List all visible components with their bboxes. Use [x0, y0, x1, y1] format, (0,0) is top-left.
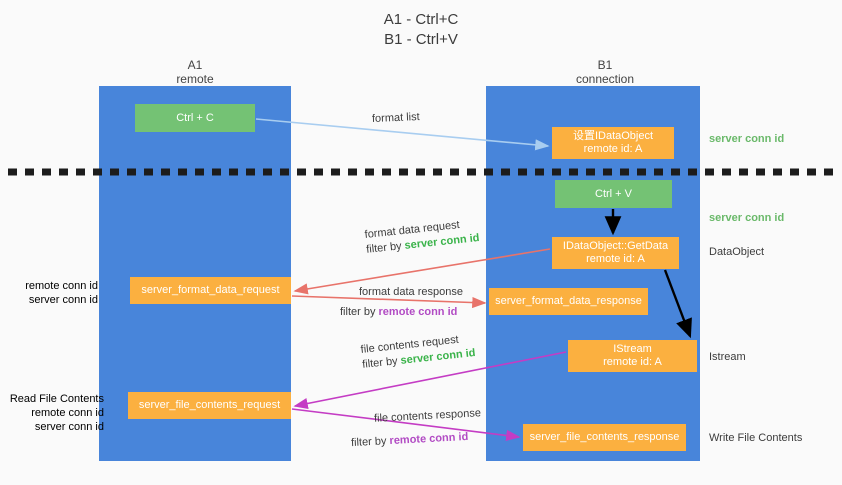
annotation-read-file-contents: Read File Contents — [9, 393, 104, 405]
annotation-server-conn-id-top: server conn id — [709, 133, 785, 145]
column-a1-subtitle: remote — [176, 72, 214, 86]
title-line-2: B1 - Ctrl+V — [384, 31, 458, 48]
filter-value-remote-conn-id: remote conn id — [378, 306, 458, 318]
label-format-data-response-text: format data response — [359, 286, 463, 298]
label-file-contents-response: file contents response — [374, 406, 482, 427]
label-file-contents-response-text: file contents response — [373, 407, 482, 425]
box-server-file-contents-response[interactable]: server_file_contents_response — [523, 424, 686, 451]
filter-value-remote-conn-id: remote conn id — [389, 430, 469, 448]
box-set-idataobject-line1: 设置IDataObject — [572, 130, 654, 142]
label-format-data-response: format data response — [359, 285, 463, 300]
label-format-data-request: format data request filter by server con… — [364, 216, 480, 258]
filter-prefix: filter by — [340, 306, 379, 318]
box-ctrl-v-label: Ctrl + V — [595, 187, 632, 200]
box-server-file-contents-request[interactable]: server_file_contents_request — [128, 392, 291, 419]
label-file-contents-response-filter: filter by remote conn id — [351, 430, 469, 451]
column-b1-name: B1 — [597, 58, 613, 72]
box-istream[interactable]: IStream remote id: A — [568, 340, 697, 372]
box-idataobject-getdata[interactable]: IDataObject::GetData remote id: A — [552, 237, 679, 269]
page-title: A1 - Ctrl+C B1 - Ctrl+V — [0, 10, 842, 50]
box-ctrl-c-label: Ctrl + C — [176, 111, 214, 124]
annotation-format-remote-conn-id: remote conn id — [25, 280, 98, 292]
box-server-file-contents-response-label: server_file_contents_response — [529, 431, 680, 443]
label-format-list: format list — [372, 110, 420, 127]
box-ctrl-v[interactable]: Ctrl + V — [555, 180, 672, 208]
label-file-contents-request: file contents request filter by server c… — [360, 331, 476, 373]
annotation-server-conn-id-mid: server conn id — [709, 212, 785, 224]
box-ctrl-c[interactable]: Ctrl + C — [135, 104, 255, 132]
label-format-data-response-filter: filter by remote conn id — [340, 305, 457, 320]
annotation-format-server-conn-id: server conn id — [28, 294, 98, 306]
filter-prefix: filter by — [365, 239, 406, 256]
annotation-file-server-conn-id: server conn id — [34, 421, 104, 433]
column-b1-subtitle: connection — [575, 72, 635, 86]
box-istream-line2: remote id: A — [603, 356, 662, 368]
annotation-file-remote-conn-id: remote conn id — [31, 407, 104, 419]
annotation-istream: Istream — [709, 351, 746, 363]
box-server-format-data-response[interactable]: server_format_data_response — [489, 288, 648, 315]
box-server-format-data-request-label: server_format_data_request — [141, 284, 280, 296]
box-server-format-data-request[interactable]: server_format_data_request — [130, 277, 291, 304]
box-getdata-line1: IDataObject::GetData — [562, 240, 669, 252]
filter-prefix: filter by — [350, 435, 390, 450]
box-set-idataobject[interactable]: 设置IDataObject remote id: A — [552, 127, 674, 159]
box-getdata-line2: remote id: A — [586, 253, 645, 265]
box-set-idataobject-line2: remote id: A — [583, 143, 643, 155]
filter-prefix: filter by — [361, 354, 402, 371]
box-server-format-data-response-label: server_format_data_response — [495, 295, 642, 307]
box-istream-line1: IStream — [613, 343, 652, 355]
label-format-list-text: format list — [371, 110, 420, 126]
column-a1-name: A1 — [187, 58, 203, 72]
annotation-write-file-contents: Write File Contents — [709, 432, 803, 444]
column-header-a1: A1 remote — [120, 58, 270, 86]
column-header-b1: B1 connection — [530, 58, 680, 86]
annotation-read-file-contents-group: Read File Contents remote conn id server… — [8, 392, 104, 434]
annotation-dataobject: DataObject — [709, 246, 765, 258]
title-line-1: A1 - Ctrl+C — [383, 11, 459, 28]
annotation-format-conn-ids: remote conn id server conn id — [8, 279, 98, 307]
box-server-file-contents-request-label: server_file_contents_request — [138, 399, 281, 411]
